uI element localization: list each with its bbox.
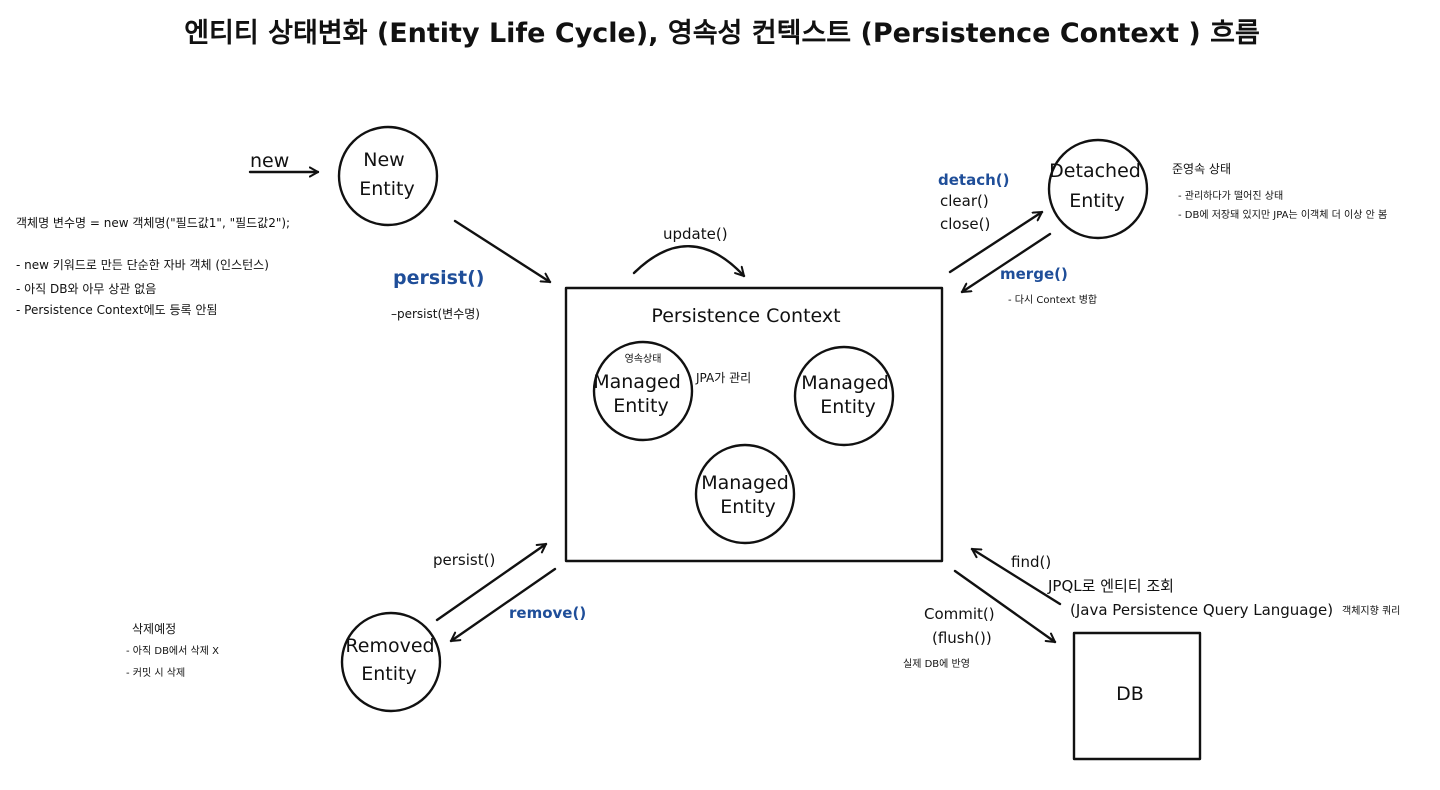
new-notes-bullet-2: - 아직 DB와 아무 상관 없음 <box>16 282 156 296</box>
persist-arrow-top <box>453 219 552 284</box>
flush-label: (flush()) <box>932 629 992 647</box>
detach-method-label: detach() <box>938 171 1009 189</box>
managed-entity-1-line1: Managed <box>593 371 681 393</box>
merge-note: - 다시 Context 병합 <box>1008 294 1097 306</box>
managed-entity-1-caption: 영속상태 <box>625 353 662 365</box>
detached-entity-circle: Detached Entity <box>1047 138 1149 240</box>
new-entity-label-line1: New <box>363 149 404 171</box>
managed-entity-3-line2: Entity <box>720 496 775 518</box>
new-notes-bullet-1: - new 키워드로 만든 단순한 자바 객체 (인스턴스) <box>16 258 269 272</box>
commit-labels: Commit() (flush()) 실제 DB에 반영 <box>903 605 995 670</box>
detached-notes-bullet-1: - 관리하다가 떨어진 상태 <box>1178 189 1283 202</box>
managed-entity-2-line2: Entity <box>820 396 875 418</box>
persist-note-top: –persist(변수명) <box>391 307 480 321</box>
commit-arrow <box>953 569 1057 644</box>
detached-notes-bullet-2: - DB에 저장돼 있지만 JPA는 이객체 더 이상 안 봄 <box>1178 209 1387 221</box>
detach-arrow <box>948 210 1044 274</box>
removed-notes-heading: 삭제예정 <box>132 622 176 636</box>
find-arrow <box>970 547 1062 606</box>
new-notes-code: 객체명 변수명 = new 객체명("필드값1", "필드값2"); <box>16 216 290 230</box>
removed-entity-circle: Removed Entity <box>340 611 442 713</box>
persistence-context-box: Persistence Context <box>564 286 944 563</box>
close-method-label: close() <box>940 215 990 233</box>
managed-entity-3: Managed Entity <box>694 443 796 545</box>
detached-entity-line2: Entity <box>1069 190 1124 212</box>
detached-notes-heading: 준영속 상태 <box>1172 162 1231 176</box>
managed-entity-2-line1: Managed <box>801 372 889 394</box>
removed-notes-bullet-1: - 아직 DB에서 삭제 X <box>126 645 219 657</box>
persist-label-bottom: persist() <box>433 551 495 569</box>
find-label: find() <box>1011 553 1051 571</box>
persist-label-top: persist() <box>393 267 484 289</box>
update-arc <box>632 245 746 278</box>
new-entity-notes: 객체명 변수명 = new 객체명("필드값1", "필드값2"); - new… <box>16 216 290 317</box>
jpql-note-line2: (Java Persistence Query Language) <box>1070 601 1333 619</box>
db-box: DB <box>1072 631 1202 761</box>
removed-entity-line1: Removed <box>345 635 434 657</box>
db-label: DB <box>1116 683 1144 705</box>
remove-label: remove() <box>509 604 586 622</box>
clear-method-label: clear() <box>940 192 989 210</box>
update-label: update() <box>663 225 728 243</box>
persistence-context-title: Persistence Context <box>651 305 840 327</box>
merge-arrow <box>960 232 1052 294</box>
removed-notes: 삭제예정 - 아직 DB에서 삭제 X - 커밋 시 삭제 <box>126 622 219 679</box>
new-arrow-label: new <box>250 150 289 172</box>
removed-notes-bullet-2: - 커밋 시 삭제 <box>126 667 185 679</box>
commit-label: Commit() <box>924 605 995 623</box>
detached-notes: 준영속 상태 - 관리하다가 떨어진 상태 - DB에 저장돼 있지만 JPA는… <box>1172 162 1387 221</box>
removed-entity-line2: Entity <box>361 663 416 685</box>
jpa-managed-note: JPA가 관리 <box>695 371 751 385</box>
managed-entity-1: 영속상태 Managed Entity <box>592 340 694 442</box>
managed-entity-2: Managed Entity <box>793 345 895 447</box>
new-notes-bullet-3: - Persistence Context에도 등록 안됨 <box>16 303 217 317</box>
persist-arrow-bottom <box>435 542 548 622</box>
new-entity-label-line2: Entity <box>359 178 414 200</box>
new-entity-circle: New Entity <box>337 125 439 227</box>
merge-label: merge() <box>1000 265 1068 283</box>
jpql-note-line1: JPQL로 엔티티 조회 <box>1047 577 1174 595</box>
detach-methods: detach() clear() close() <box>938 171 1009 233</box>
commit-note: 실제 DB에 반영 <box>903 658 970 670</box>
diagram-title: 엔티티 상태변화 (Entity Life Cycle), 영속성 컨텍스트 (… <box>184 18 1260 49</box>
jpql-note: JPQL로 엔티티 조회 (Java Persistence Query Lan… <box>1047 577 1400 619</box>
detached-entity-line1: Detached <box>1049 160 1141 182</box>
managed-entity-3-line1: Managed <box>701 472 789 494</box>
managed-entity-1-line2: Entity <box>613 395 668 417</box>
remove-arrow <box>449 567 557 643</box>
jpql-note-suffix: 객체지향 쿼리 <box>1342 605 1400 617</box>
